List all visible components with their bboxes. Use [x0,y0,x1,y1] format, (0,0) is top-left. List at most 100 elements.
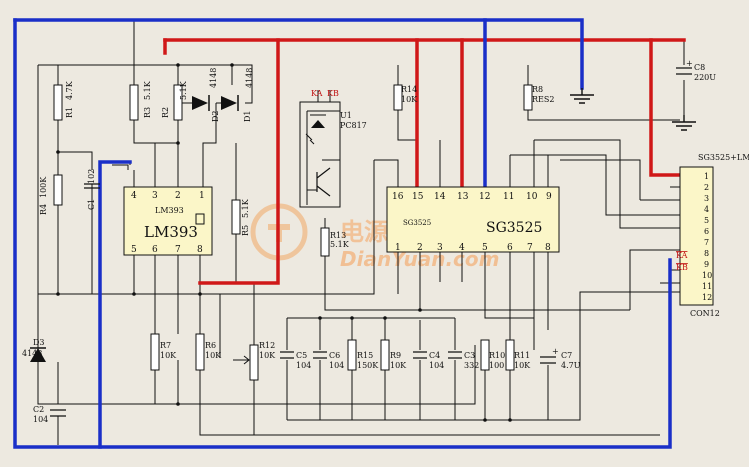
c8-plus: + [686,59,693,68]
c6-ref: C6 [329,351,340,360]
lm393-pin-7: 7 [175,245,181,255]
resistor-r8 [523,84,533,111]
capacitor-c3 [448,351,462,359]
r8-value: RES2 [532,95,554,104]
sg3525-pin-6: 6 [507,243,513,253]
d1-value: 4148 [245,68,254,88]
con12-pin-11: 11 [702,282,712,291]
lm393-pin-6: 6 [152,245,158,255]
resistor-r7 [150,333,160,371]
lm393-pin-2: 2 [175,191,181,201]
con12-pin-4: 4 [704,205,709,214]
r15-ref: R15 [357,351,373,360]
capacitor-c5 [280,351,294,359]
resistor-r15 [347,339,357,371]
resistor-r5 [231,199,241,235]
power-rail [163,38,686,285]
u1-value: PC817 [340,121,367,130]
capacitor-c2 [50,409,66,417]
diode-d1 [221,95,239,111]
sg3525-pin-11: 11 [503,192,514,202]
sg3525-small-label: SG3525 [403,219,431,227]
d3-ref: D3 [33,338,45,347]
lm393-pin-3: 3 [152,191,158,201]
c3-value: 332 [464,361,479,370]
r6-value: 10K [205,351,222,360]
u1-kb-label: KB [327,89,339,98]
con12-body [679,166,714,306]
r11-value: 10K [514,361,531,370]
r11-ref: R11 [514,351,530,360]
r9-value: 10K [390,361,407,370]
con12-pin-9: 9 [704,260,709,269]
r4-ref: R4 [39,204,48,215]
sg3525-pin-9: 9 [546,192,552,202]
con12-pin-7: 7 [704,238,709,247]
c7-value: 4.7U [561,361,581,370]
u1-ref: U1 [340,111,352,120]
resistor-r11 [505,339,515,371]
u1-ka-label: KA [311,89,323,98]
d2-value: 4148 [209,68,218,88]
ground-symbol-top [570,88,594,104]
r5-value: 5.1K [241,198,250,218]
c1-ref: C1 [87,199,96,210]
sg3525-pin-14: 14 [434,192,446,202]
con12-pin-8: 8 [704,249,709,258]
con12-name: CON12 [690,309,720,318]
lm393-small-label: LM393 [155,206,184,215]
sg3525-name: SG3525 [486,220,542,236]
c5-value: 104 [296,361,311,370]
ground-symbol-c8 [672,115,696,131]
d1-ref: D1 [243,110,252,122]
r2-value: 5.1K [179,80,188,100]
sg3525-pin-16: 16 [392,192,404,202]
r3-ref: R3 [143,107,152,118]
c7-plus: + [552,347,559,356]
r9-ref: R9 [390,351,401,360]
resistor-r3 [129,84,139,121]
capacitor-c4 [413,351,427,359]
resistor-r6 [195,333,205,371]
con-label-kb: KB [676,263,688,272]
capacitor-c8 [676,67,692,75]
r10-ref: R10 [489,351,505,360]
optocoupler-u1 [299,101,341,208]
sg3525-pin-12: 12 [479,192,490,202]
con12-pin-10: 10 [702,271,712,280]
con12-pin-2: 2 [704,183,709,192]
c8-ref: C8 [694,63,705,72]
con-label-ka: KA [676,251,688,260]
r12-value: 10K [259,351,276,360]
lm393-pin-8: 8 [197,245,203,255]
r1-value: 4.7K [65,80,74,100]
resistor-r9 [380,339,390,371]
r1-ref: R1 [65,107,74,118]
c4-value: 104 [429,361,444,370]
lm393-pin-5: 5 [131,245,137,255]
sg3525-pin-10: 10 [526,192,538,202]
con12-pin-1: 1 [704,172,709,181]
sg3525-pin-4: 4 [459,243,465,253]
junction-dots [56,63,512,422]
sg3525-pin-13: 13 [457,192,469,202]
capacitor-c7 [540,356,556,364]
resistor-r2 [173,84,183,121]
capacitor-c6 [313,351,327,359]
resistor-r1 [53,84,63,121]
r14-ref: R14 [401,85,417,94]
resistor-r13 [320,227,330,257]
r8-ref: R8 [532,85,543,94]
sg3525-chip [386,186,560,253]
c2-ref: C2 [33,405,44,414]
r10-value: 100 [489,361,504,370]
sg3525-pin-1: 1 [395,243,401,253]
con12-pin-12: 12 [702,293,712,302]
capacitor-c1 [84,183,100,189]
r12-ref: R12 [259,341,275,350]
sg3525-pin-2: 2 [417,243,423,253]
sg3525-pin-7: 7 [527,243,533,253]
r7-value: 10K [160,351,177,360]
r3-value: 5.1K [143,80,152,100]
